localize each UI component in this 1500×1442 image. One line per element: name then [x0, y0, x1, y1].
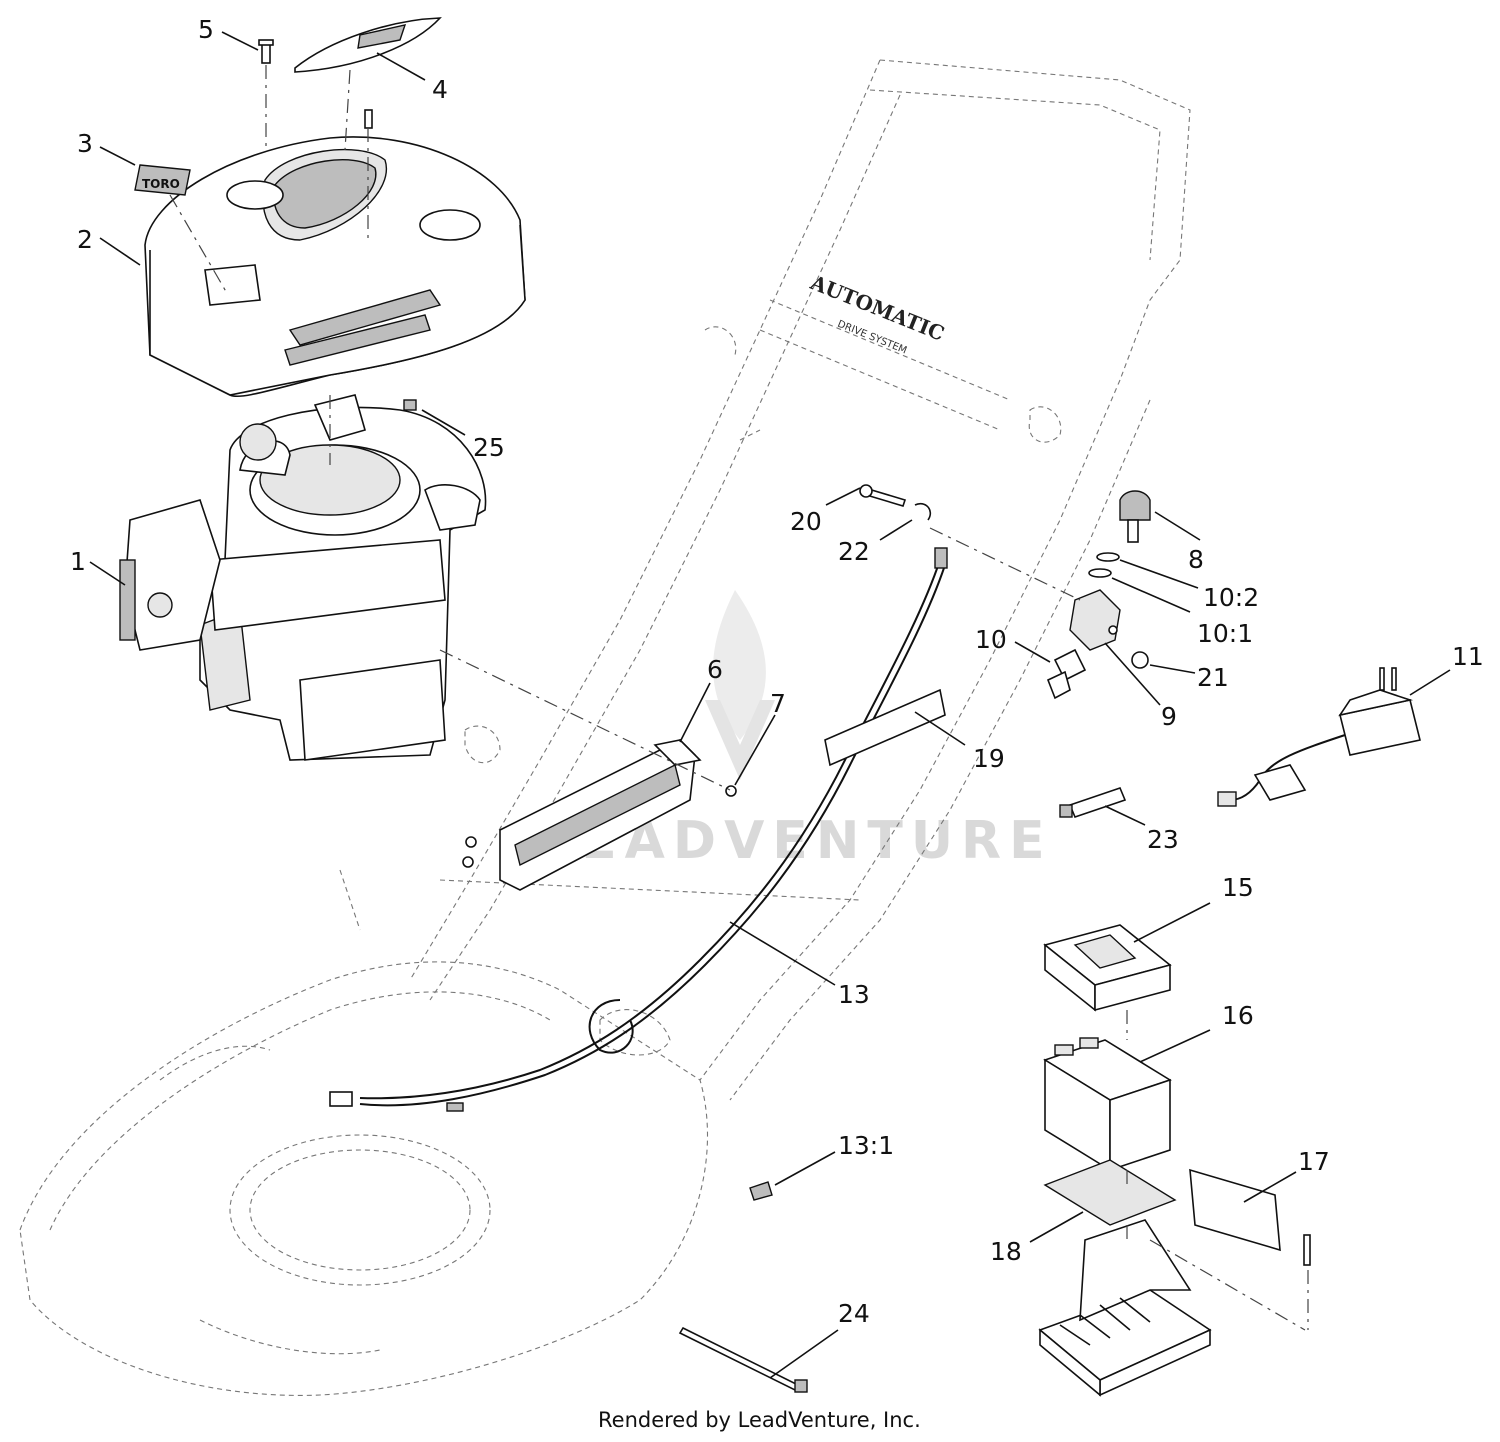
callout-17: 17 [1298, 1147, 1330, 1176]
charger-11[interactable] [1217, 667, 1421, 807]
callout-10: 10 [975, 625, 1007, 654]
label-19[interactable] [824, 688, 946, 767]
foam-15[interactable] [1043, 924, 1172, 1012]
callout-22: 22 [838, 537, 870, 566]
handle-decal: AUTOMATIC DRIVE SYSTEM [806, 270, 948, 357]
tray-screw[interactable] [1303, 1234, 1311, 1266]
shield-6[interactable] [499, 739, 702, 891]
badge-text: TORO [142, 177, 180, 191]
callout-21: 21 [1197, 663, 1229, 692]
callout-10-1: 10:1 [1197, 619, 1253, 648]
leader-lines [89, 31, 1451, 1379]
battery-16[interactable] [1043, 1037, 1172, 1172]
washer-10-1[interactable] [1088, 568, 1112, 578]
screw-7[interactable] [725, 785, 737, 797]
callout-6: 6 [707, 655, 723, 684]
washer-10-2[interactable] [1096, 552, 1120, 562]
mower-deck [19, 961, 709, 1396]
key-switch-9[interactable] [1069, 589, 1121, 651]
callouts: 5 4 3 2 1 25 6 7 20 22 8 10:2 10:1 10 21… [70, 15, 1484, 1328]
callout-24: 24 [838, 1299, 870, 1328]
callout-25: 25 [473, 433, 505, 462]
callout-1: 1 [70, 547, 86, 576]
pad-18[interactable] [1043, 1159, 1177, 1226]
credit-text: Rendered by LeadVenture, Inc. [598, 1408, 921, 1432]
callout-5: 5 [198, 15, 214, 44]
callout-13: 13 [838, 980, 870, 1009]
callout-23: 23 [1147, 825, 1179, 854]
callout-4: 4 [432, 75, 448, 104]
engine[interactable] [199, 394, 487, 761]
clip-25[interactable] [403, 399, 417, 411]
callout-8: 8 [1188, 545, 1204, 574]
sheet-17[interactable] [1189, 1168, 1281, 1252]
handle-frame [339, 59, 1191, 1101]
wire-harness-13[interactable] [329, 547, 948, 1112]
connector-10[interactable] [1046, 648, 1087, 700]
callout-15: 15 [1222, 873, 1254, 902]
battery-tray[interactable] [1038, 1219, 1212, 1397]
key-8[interactable] [1119, 490, 1151, 543]
cover-badge[interactable]: TORO [134, 164, 191, 196]
shield-screws[interactable] [462, 836, 477, 868]
bolt-20[interactable] [859, 484, 907, 507]
clip-22[interactable] [914, 502, 932, 521]
nut-21[interactable] [1131, 651, 1149, 669]
engine-cover[interactable] [144, 136, 526, 398]
top-decal[interactable] [294, 17, 442, 73]
screw-5[interactable] [258, 39, 274, 64]
callout-13-1: 13:1 [838, 1131, 894, 1160]
callout-7: 7 [770, 689, 786, 718]
callout-10-2: 10:2 [1203, 583, 1259, 612]
callout-16: 16 [1222, 1001, 1254, 1030]
callout-3: 3 [77, 129, 93, 158]
screw-cover[interactable] [364, 109, 373, 129]
carburetor[interactable] [119, 499, 221, 651]
cable-tie-24[interactable] [678, 1326, 808, 1393]
callout-18: 18 [990, 1237, 1022, 1266]
clip-13-1[interactable] [749, 1181, 773, 1201]
callout-20: 20 [790, 507, 822, 536]
callout-9: 9 [1161, 702, 1177, 731]
callout-11: 11 [1452, 642, 1484, 671]
fuse-23[interactable] [1059, 787, 1127, 818]
assembly-lines [169, 65, 1309, 1331]
callout-19: 19 [973, 744, 1005, 773]
callout-2: 2 [77, 225, 93, 254]
